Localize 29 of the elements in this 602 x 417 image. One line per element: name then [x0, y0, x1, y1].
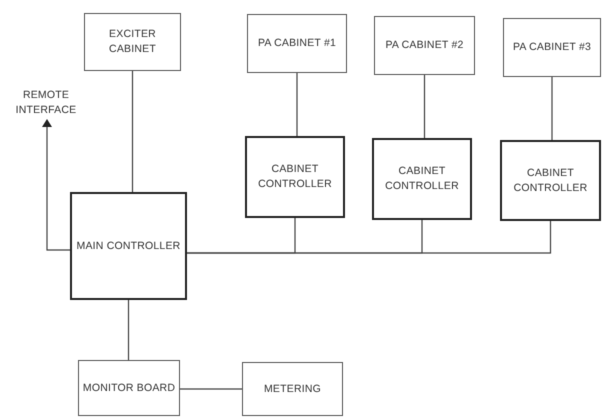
block-box [84, 13, 181, 71]
node-label: PA CABINET #1 [258, 36, 336, 51]
node-label: METERING [264, 382, 322, 396]
node-label: CABINET CONTROLLER [512, 166, 588, 196]
connector-line [128, 300, 130, 360]
node-label: CABINET CONTROLLER [257, 162, 333, 192]
connector-line [551, 77, 553, 140]
node-label: PA CABINET #3 [512, 40, 592, 55]
block-box [247, 14, 347, 73]
connector-line [296, 73, 298, 136]
controller-box [372, 138, 472, 220]
connector-line [132, 71, 134, 192]
controller-box [245, 136, 345, 218]
controller-box [500, 140, 601, 221]
node-label: CABINET CONTROLLER [384, 164, 460, 194]
node-label: MAIN CONTROLLER [76, 238, 180, 254]
controller-box [70, 192, 187, 300]
connector-line [180, 388, 242, 390]
block-box [242, 362, 343, 416]
connector-line [187, 221, 552, 254]
block-box [374, 16, 475, 75]
arrow [42, 119, 70, 251]
block-box [503, 18, 601, 77]
node-label: REMOTE INTERFACE [14, 88, 78, 118]
block-box [78, 360, 180, 416]
node-label: MONITOR BOARD [82, 380, 176, 396]
node-label: PA CABINET #2 [385, 38, 464, 53]
node-label: EXCITER CABINET [108, 27, 157, 57]
connector-line [424, 75, 426, 138]
